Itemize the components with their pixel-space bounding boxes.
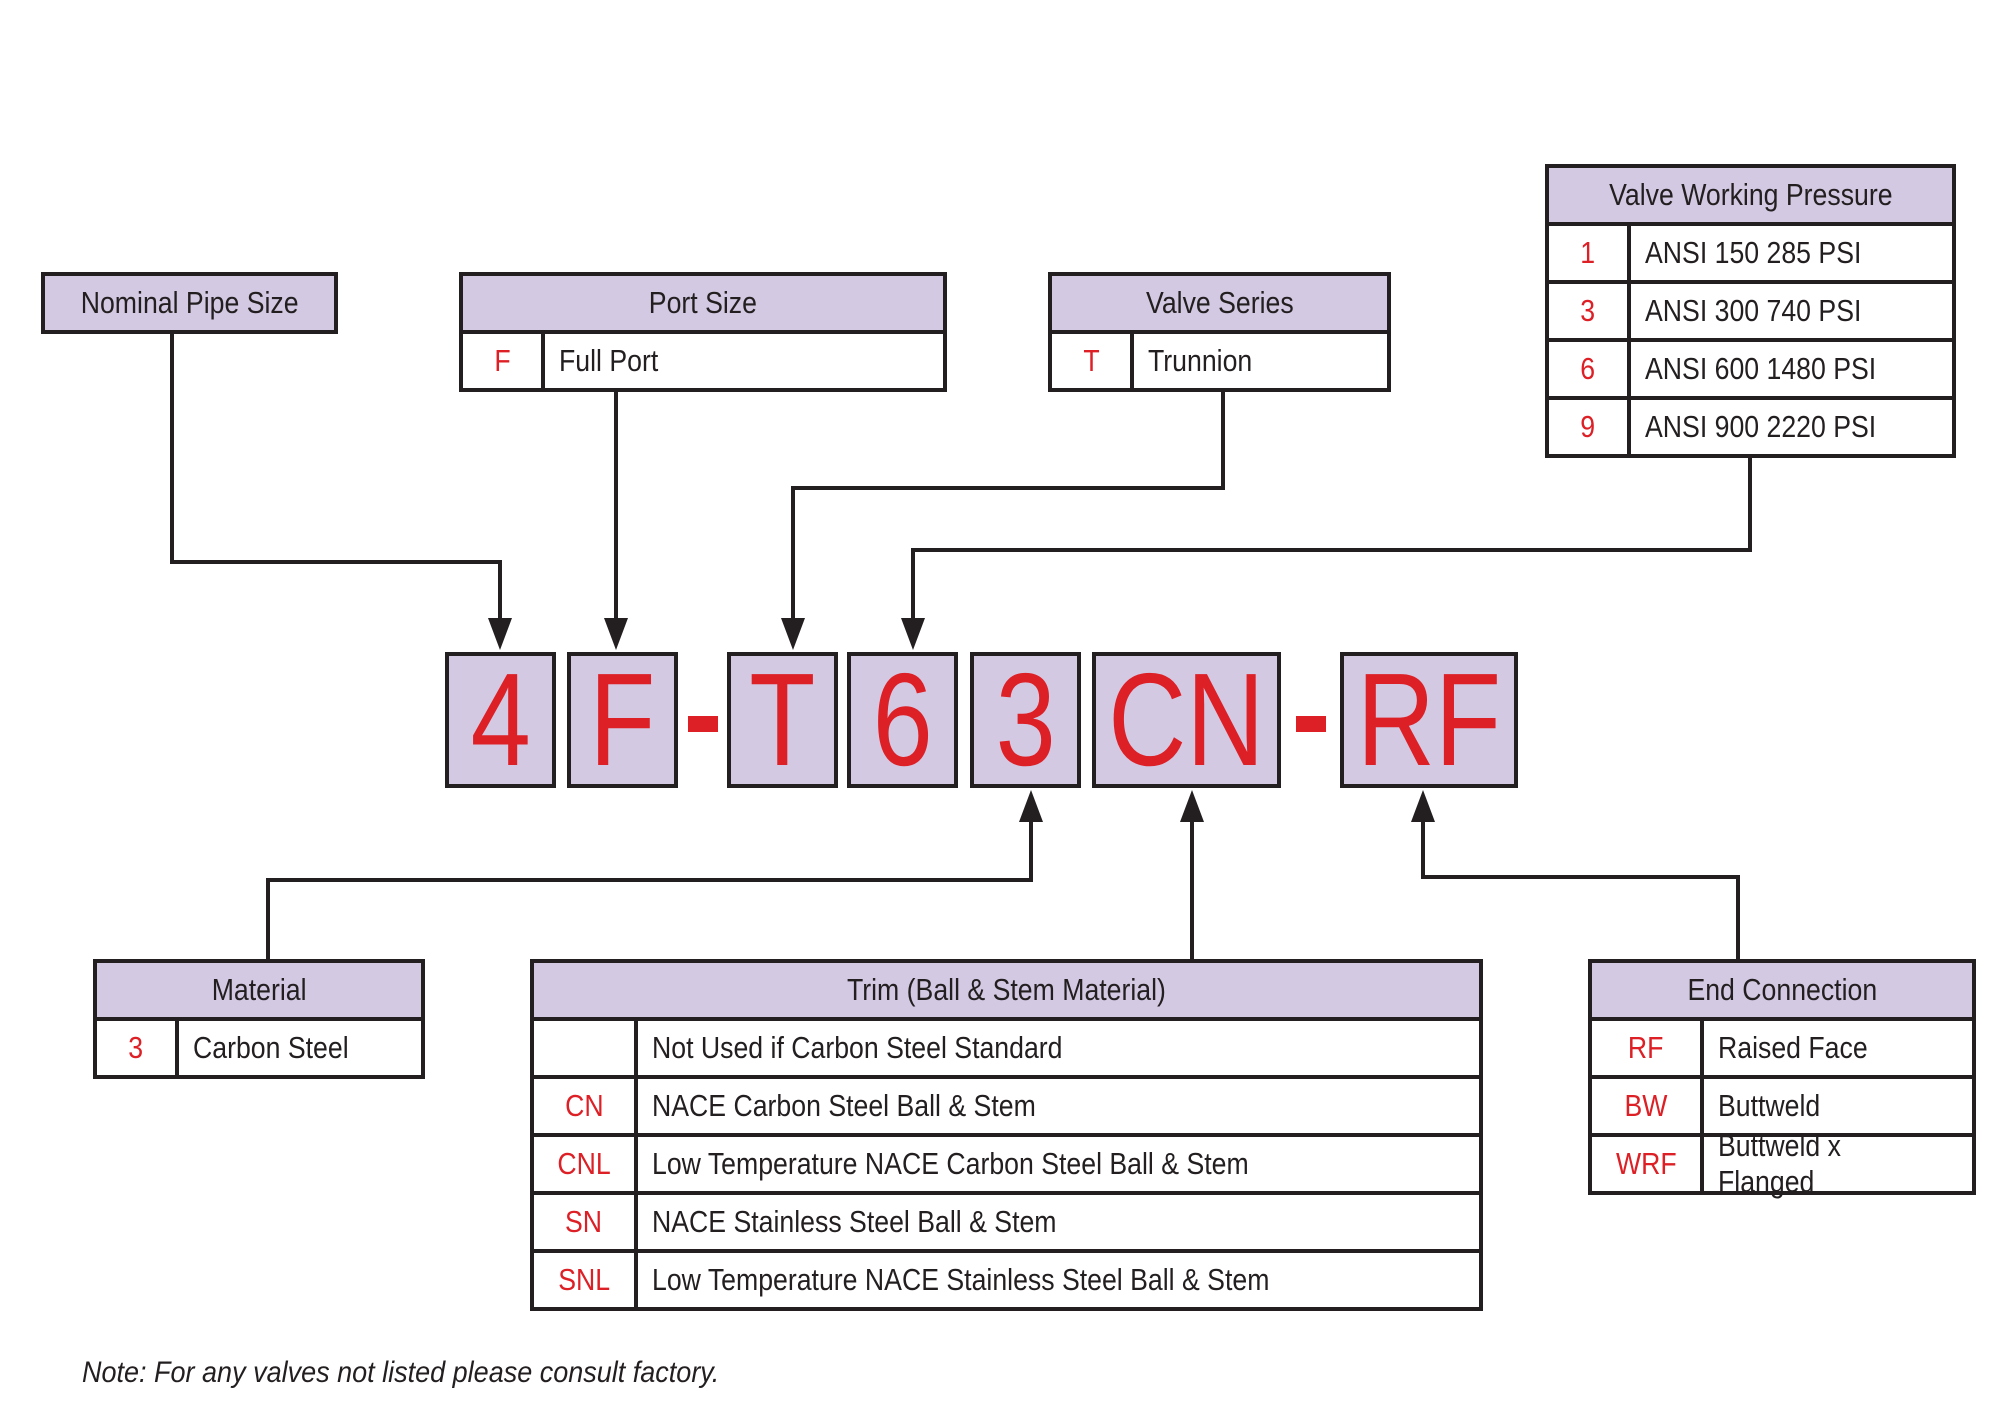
option-description: Low Temperature NACE Stainless Steel Bal… [652, 1262, 1270, 1297]
footnote: Note: For any valves not listed please c… [82, 1356, 720, 1389]
option-code: WRF [1592, 1137, 1704, 1191]
option-description: Raised Face [1718, 1030, 1868, 1065]
table-header: Valve Series [1052, 276, 1387, 330]
table-row: RF Raised Face [1592, 1017, 1972, 1075]
code-box-port: F [567, 652, 678, 788]
code-box-pressure: 6 [847, 652, 958, 788]
connector-end-connection [1421, 820, 1740, 959]
table-header: Nominal Pipe Size [45, 276, 334, 330]
material-table: Material 3 Carbon Steel [93, 959, 425, 1079]
table-row: SNL Low Temperature NACE Stainless Steel… [534, 1249, 1479, 1307]
table-row: 9 ANSI 900 2220 PSI [1549, 396, 1952, 454]
end-connection-table: End Connection RF Raised Face BW Buttwel… [1588, 959, 1976, 1199]
arrow-down-icon [781, 618, 805, 650]
code-box-end-connection: RF [1340, 652, 1518, 788]
option-code: 3 [1549, 284, 1631, 338]
option-description: Low Temperature NACE Carbon Steel Ball &… [652, 1146, 1249, 1181]
code-separator-dash [688, 716, 718, 732]
trim-table: Trim (Ball & Stem Material) Not Used if … [530, 959, 1483, 1311]
option-code: 6 [1549, 342, 1631, 396]
table-row: T Trunnion [1052, 330, 1387, 388]
arrow-down-icon [604, 618, 628, 650]
option-description: NACE Carbon Steel Ball & Stem [652, 1088, 1036, 1123]
arrow-up-icon [1180, 790, 1204, 822]
option-code [534, 1021, 638, 1075]
option-description: Full Port [559, 343, 659, 378]
option-code: BW [1592, 1079, 1704, 1133]
table-row: 3 Carbon Steel [97, 1017, 421, 1075]
valve-series-table: Valve Series T Trunnion [1048, 272, 1391, 392]
option-code: CNL [534, 1137, 638, 1191]
valve-working-pressure-table: Valve Working Pressure 1 ANSI 150 285 PS… [1545, 164, 1956, 458]
option-description: ANSI 900 2220 PSI [1645, 409, 1877, 444]
table-row: CN NACE Carbon Steel Ball & Stem [534, 1075, 1479, 1133]
option-description: Buttweld [1718, 1088, 1821, 1123]
table-header: Valve Working Pressure [1549, 168, 1952, 222]
table-row: BW Buttweld [1592, 1075, 1972, 1133]
connector-valve-working-pressure [911, 452, 1752, 620]
option-description: Trunnion [1148, 343, 1253, 378]
arrow-down-icon [901, 618, 925, 650]
option-description: ANSI 150 285 PSI [1645, 235, 1862, 270]
option-code: SN [534, 1195, 638, 1249]
option-description: Carbon Steel [193, 1030, 349, 1065]
option-description: Buttweld x Flanged [1718, 1128, 1841, 1199]
arrow-up-icon [1411, 790, 1435, 822]
code-separator-dash [1296, 716, 1326, 732]
table-row: SN NACE Stainless Steel Ball & Stem [534, 1191, 1479, 1249]
code-box-size: 4 [445, 652, 556, 788]
option-code: 3 [97, 1021, 179, 1075]
connector-valve-series [791, 388, 1225, 620]
table-row: 1 ANSI 150 285 PSI [1549, 222, 1952, 280]
table-row: CNL Low Temperature NACE Carbon Steel Ba… [534, 1133, 1479, 1191]
option-code: 9 [1549, 400, 1631, 454]
table-row: 3 ANSI 300 740 PSI [1549, 280, 1952, 338]
table-header: End Connection [1592, 963, 1972, 1017]
table-row: F Full Port [463, 330, 943, 388]
nominal-pipe-size-table: Nominal Pipe Size [41, 272, 338, 334]
option-code: F [463, 334, 545, 388]
option-code: CN [534, 1079, 638, 1133]
option-description: ANSI 600 1480 PSI [1645, 351, 1877, 386]
table-row: Not Used if Carbon Steel Standard [534, 1017, 1479, 1075]
table-header: Material [97, 963, 421, 1017]
table-row: 6 ANSI 600 1480 PSI [1549, 338, 1952, 396]
port-size-table: Port Size F Full Port [459, 272, 947, 392]
connector-nominal-pipe-size [170, 330, 502, 620]
arrow-down-icon [488, 618, 512, 650]
code-box-series: T [727, 652, 838, 788]
table-header: Trim (Ball & Stem Material) [534, 963, 1479, 1017]
code-box-material: 3 [970, 652, 1081, 788]
option-description: NACE Stainless Steel Ball & Stem [652, 1204, 1057, 1239]
option-code: RF [1592, 1021, 1704, 1075]
option-description: ANSI 300 740 PSI [1645, 293, 1862, 328]
option-code: T [1052, 334, 1134, 388]
code-box-trim: CN [1092, 652, 1281, 788]
option-code: 1 [1549, 226, 1631, 280]
option-description: Not Used if Carbon Steel Standard [652, 1030, 1063, 1065]
table-header: Port Size [463, 276, 943, 330]
connector-material [266, 820, 1033, 959]
arrow-up-icon [1019, 790, 1043, 822]
option-code: SNL [534, 1253, 638, 1307]
table-row: WRF Buttweld x Flanged [1592, 1128, 1972, 1199]
